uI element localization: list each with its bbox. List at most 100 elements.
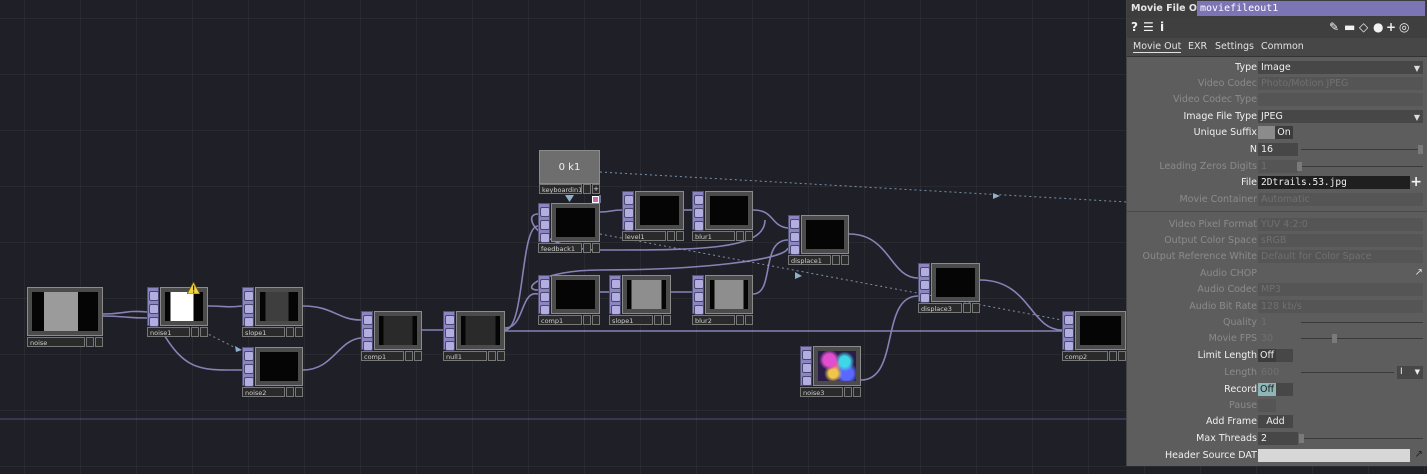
output-color-space-menu[interactable]: sRGB (1258, 234, 1423, 247)
tab-common[interactable]: Common (1261, 41, 1304, 52)
python-icon[interactable]: ● (1373, 20, 1384, 34)
tab-exr[interactable]: EXR (1188, 41, 1208, 52)
quality-field[interactable]: 1 (1261, 317, 1268, 328)
param-header-source-dat: Header Source DAT ↗ (1165, 449, 1423, 462)
length-unit-menu[interactable]: I▼ (1397, 366, 1423, 379)
tab-settings[interactable]: Settings (1215, 41, 1254, 52)
max-threads-slider-handle[interactable] (1299, 434, 1304, 443)
param-audio-chop: Audio CHOP ↗ (1199, 267, 1423, 280)
param-movie-fps: Movie FPS 30 (1127, 331, 1427, 347)
max-threads-field[interactable]: 2 (1258, 432, 1298, 445)
feedback1-node[interactable]: feedback1 (538, 203, 600, 253)
displace3-node[interactable]: displace3 (918, 263, 980, 313)
audio-bit-rate-menu[interactable]: 128 kb/s (1258, 300, 1423, 313)
pause-toggle[interactable] (1258, 399, 1276, 412)
audio-codec-menu[interactable]: MP3 (1258, 283, 1423, 296)
unique-suffix-toggle[interactable]: On (1258, 126, 1293, 139)
param-record: Record Off (1127, 382, 1427, 398)
chevron-down-icon: ▼ (1413, 113, 1420, 122)
operator-name-field[interactable]: moviefileout1 (1197, 1, 1425, 16)
file-field[interactable]: 2Dtrails.53.jpg (1258, 176, 1410, 189)
help-icon[interactable]: ? (1131, 20, 1138, 34)
video-codec-type-menu[interactable] (1258, 93, 1423, 106)
python-help-icon[interactable]: ☰ (1143, 20, 1154, 34)
blur1-node[interactable]: blur1 (692, 191, 753, 241)
operator-type: Movie File Out (1131, 3, 1209, 14)
chevron-down-icon: ▼ (1413, 64, 1420, 73)
leading-zeros-slider-handle[interactable] (1297, 162, 1302, 171)
param-quality: Quality 1 (1127, 315, 1427, 331)
level1-node[interactable]: level1 (622, 191, 684, 241)
movie-fps-field[interactable]: 30 (1261, 333, 1274, 344)
node-name: comp2 (1062, 351, 1108, 361)
slope1-node[interactable]: slope1 (609, 275, 671, 325)
warning-icon[interactable] (187, 282, 200, 294)
panel-toolbar: ? ☰ i ✎ ▬ ◇ ● + ◎ (1127, 18, 1427, 38)
node-name: displace1 (788, 255, 831, 265)
param-file: File 2Dtrails.53.jpg + (1241, 174, 1422, 190)
node-name: keyboardin1 (539, 184, 582, 194)
node-name: noise3 (800, 387, 843, 397)
param-type: Type Image ▼ (1127, 60, 1427, 76)
node-name: blur1 (692, 231, 735, 241)
param-image-file-type: Image File Type JPEG ▼ (1127, 109, 1427, 125)
edit-icon[interactable]: ✎ (1329, 20, 1340, 34)
audio-chop-field[interactable] (1258, 267, 1410, 280)
noise2-node[interactable]: noise2 (242, 347, 303, 397)
node-name: noise (27, 337, 85, 347)
comp1-node[interactable]: comp1 (361, 311, 422, 361)
param-video-codec: Video Codec Photo/Motion JPEG (1127, 76, 1427, 92)
output-reference-white-menu[interactable]: Default for Color Space (1258, 250, 1423, 263)
node-name: feedback1 (538, 243, 582, 253)
info-icon[interactable]: i (1160, 20, 1165, 34)
noise1-node[interactable]: noise1 (147, 282, 208, 337)
keyboardin1-node[interactable]: 0 k1 keyboardin1+ (539, 150, 600, 194)
n-field[interactable]: 16 (1258, 143, 1298, 156)
noise-node[interactable]: noise (27, 287, 103, 347)
n-slider[interactable] (1301, 149, 1423, 150)
param-n: N 16 (1127, 142, 1427, 158)
tag-icon[interactable]: ◇ (1359, 20, 1369, 34)
limit-length-toggle[interactable]: Off (1258, 349, 1293, 362)
slope1-node[interactable]: slope1 (242, 287, 303, 337)
movie-container-menu[interactable]: Automatic (1258, 193, 1423, 206)
noise3-node[interactable]: noise3 (800, 346, 861, 397)
n-slider-handle[interactable] (1418, 145, 1423, 154)
header-source-dat-field[interactable] (1258, 449, 1410, 462)
max-threads-slider[interactable] (1301, 438, 1423, 439)
pointer-icon[interactable]: ↗ (1414, 267, 1423, 278)
add-icon[interactable]: + (1410, 174, 1422, 190)
leading-zeros-slider[interactable] (1301, 166, 1423, 167)
leading-zeros-field[interactable]: 1 (1258, 160, 1298, 173)
movie-fps-slider-handle[interactable] (1332, 334, 1337, 343)
parameter-tabs: Movie Out EXR Settings Common (1127, 38, 1427, 57)
comment-icon[interactable]: ▬ (1344, 20, 1356, 34)
comp1-node[interactable]: comp1 (538, 275, 600, 325)
divider (1127, 211, 1427, 212)
target-icon[interactable]: ◎ (1399, 20, 1410, 34)
length-slider[interactable] (1301, 372, 1394, 373)
param-movie-container: Movie Container Automatic (1127, 192, 1427, 208)
video-pixel-format-menu[interactable]: YUV 4:2:0 (1258, 218, 1423, 231)
length-field[interactable]: 600 (1261, 367, 1280, 378)
displace1-node[interactable]: displace1 (788, 215, 849, 265)
type-menu[interactable]: Image (1258, 61, 1423, 74)
chevron-down-icon: ▼ (1414, 368, 1420, 376)
quality-slider[interactable] (1301, 322, 1423, 323)
null1-node[interactable]: null1 (443, 311, 505, 361)
pointer-icon[interactable]: ↗ (1414, 449, 1423, 460)
param-length: Length 600 I▼ (1127, 365, 1427, 381)
blur2-node[interactable]: blur2 (692, 275, 753, 325)
image-file-type-menu[interactable]: JPEG (1258, 110, 1423, 123)
add-icon[interactable]: + (1386, 20, 1397, 34)
export-flag-icon[interactable] (592, 196, 599, 203)
node-name: comp1 (538, 315, 582, 325)
param-video-codec-type: Video Codec Type (1127, 92, 1427, 108)
comp2-node[interactable]: comp2 (1062, 311, 1126, 361)
movie-fps-slider[interactable] (1301, 338, 1423, 339)
video-codec-menu[interactable]: Photo/Motion JPEG (1258, 77, 1423, 90)
record-toggle[interactable]: Off (1258, 383, 1293, 396)
node-name: level1 (622, 231, 666, 241)
tab-movie-out[interactable]: Movie Out (1133, 41, 1182, 53)
add-frame-button[interactable]: Add (1258, 415, 1293, 428)
